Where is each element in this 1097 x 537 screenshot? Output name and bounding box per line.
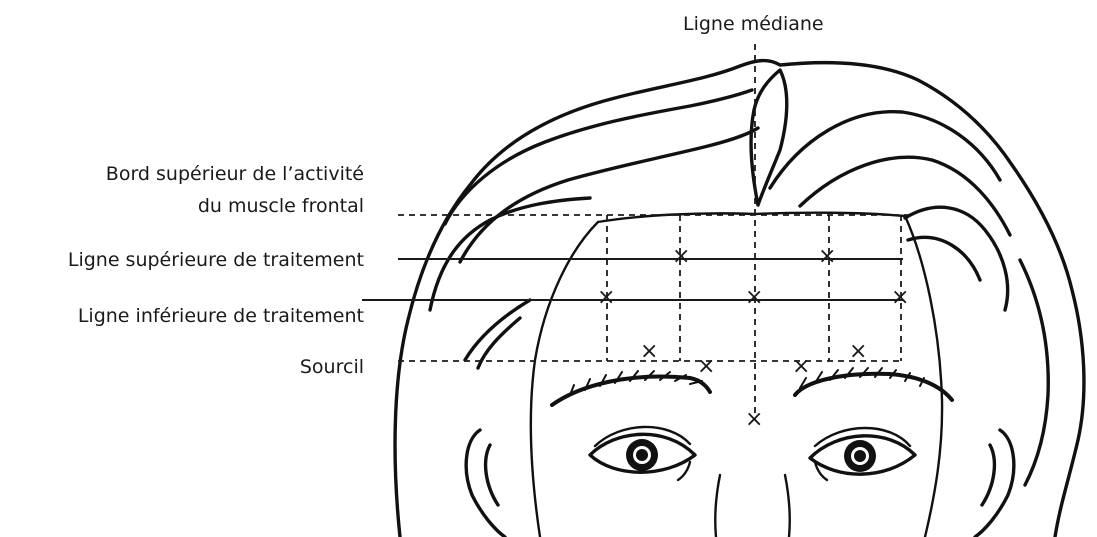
injection-point-marker: ×: [745, 406, 763, 433]
injection-point-marker: ×: [745, 284, 763, 311]
nose: [715, 475, 790, 537]
injection-point-marker: ×: [697, 353, 715, 380]
injection-point-marker: ×: [597, 284, 615, 311]
injection-point-marker: ×: [792, 353, 810, 380]
injection-point-marker: ×: [640, 338, 658, 365]
right-eye: [810, 428, 915, 480]
injection-point-marker: ×: [672, 243, 690, 270]
injection-point-marker: ×: [891, 284, 909, 311]
right-eyebrow: [795, 368, 952, 400]
injection-point-marker: ×: [849, 338, 867, 365]
hair-outline: [395, 61, 1084, 537]
injection-point-marker: ×: [818, 243, 836, 270]
left-eyebrow: [552, 371, 710, 405]
left-eye: [590, 427, 695, 480]
reference-lines: [362, 44, 908, 420]
